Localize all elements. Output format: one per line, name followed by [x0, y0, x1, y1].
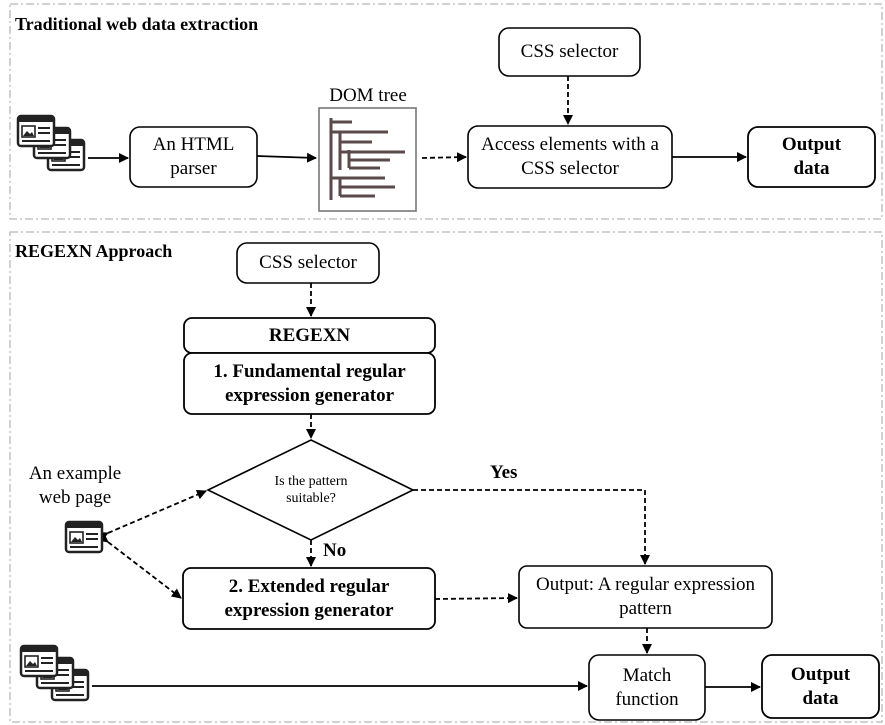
- output-data-label-bottom: Output data: [790, 663, 851, 709]
- web-pages-stack-icon: [16, 114, 86, 172]
- arrow-example-decision: [97, 489, 207, 542]
- html-parser-box: [129, 126, 258, 188]
- web-pages-stack-icon-bottom: [19, 644, 90, 702]
- section-title-traditional: Traditional web data extraction: [15, 14, 259, 34]
- css-selector-label-top: CSS selector: [520, 41, 619, 63]
- decision-label: Is the pattern suitable?: [274, 473, 348, 507]
- yes-label: Yes: [490, 462, 518, 483]
- arrow-decision-yes-to-output: [413, 489, 650, 565]
- output-pattern-box: [518, 565, 773, 629]
- css-selector-box-top: [498, 27, 641, 77]
- arrow-parser-to-dom: [256, 152, 317, 163]
- web-page-icon: [64, 520, 104, 554]
- fundamental-generator-box: [183, 352, 436, 415]
- output-data-box-top: [747, 126, 876, 188]
- extended-generator-label: 2. Extended regular expression generator: [224, 575, 394, 621]
- output-data-label-top: Output data: [781, 134, 842, 179]
- section-title-regexn: REGEXN Approach: [15, 241, 173, 261]
- regexn-section-border: [9, 231, 883, 723]
- output-data-box-bottom: [761, 654, 880, 719]
- arrow-example-extended: [97, 532, 182, 599]
- traditional-section-border: [9, 3, 883, 220]
- arrow-extended-to-output: [434, 593, 518, 604]
- css-selector-box-bottom: [236, 242, 380, 284]
- dom-tree-label: DOM tree: [329, 85, 407, 106]
- no-label: No: [323, 540, 347, 561]
- example-page-label: An example web page: [28, 463, 122, 508]
- css-selector-label-bottom: CSS selector: [259, 252, 357, 274]
- regexn-title-label: REGEXN: [268, 324, 351, 346]
- output-pattern-label: Output: A regular expression pattern: [536, 574, 755, 619]
- dom-tree-icon: [329, 118, 405, 200]
- fundamental-generator-label: 1. Fundamental regular expression genera…: [213, 360, 406, 406]
- match-function-label: Match function: [615, 664, 679, 710]
- arrow-dom-to-access: [421, 152, 467, 163]
- html-parser-label: An HTML parser: [152, 134, 235, 179]
- access-elements-label: Access elements with a CSS selector: [481, 134, 659, 179]
